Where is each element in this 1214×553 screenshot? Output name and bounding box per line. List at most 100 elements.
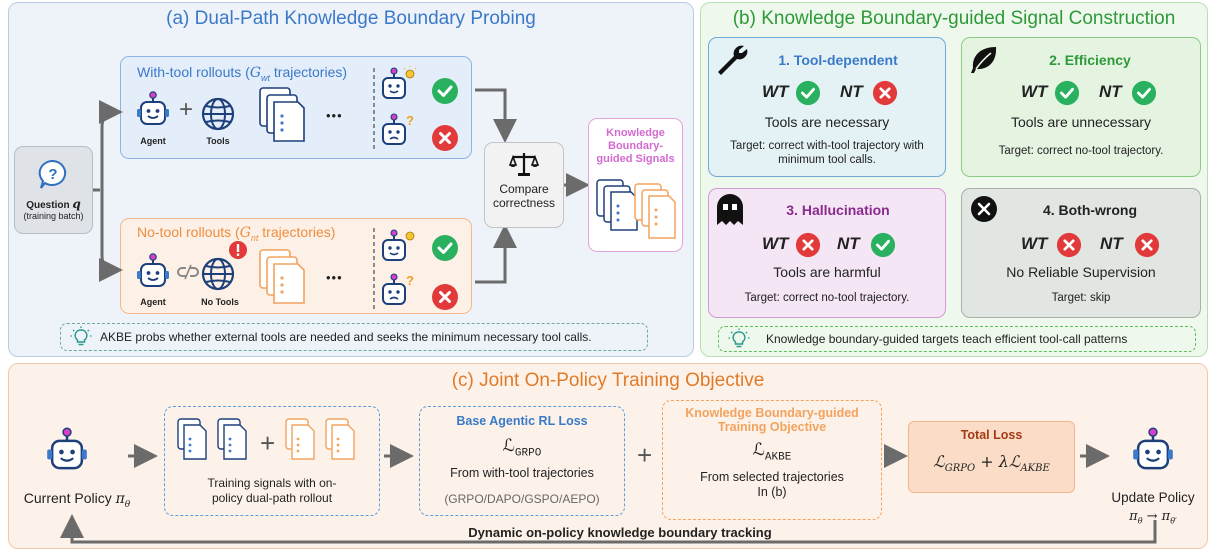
- check-icon: [1054, 80, 1080, 106]
- current-policy-label: Current Policy πθ: [23, 490, 131, 510]
- base-loss-title: Base Agentic RL Loss: [456, 414, 588, 428]
- lightbulb-icon: [70, 326, 92, 346]
- svg-text:?: ?: [48, 166, 57, 183]
- total-loss-formula: ℒGRPO + λℒAKBE: [933, 452, 1050, 475]
- question-sub: (training batch): [23, 211, 84, 221]
- card-2-nt-label: NT: [1099, 82, 1122, 101]
- card-2-target: Target: correct no-tool trajectory.: [998, 145, 1164, 157]
- training-signals-label: Training signals with on-policy dual-pat…: [207, 476, 337, 505]
- tools-label: Tools: [206, 136, 230, 146]
- x-circle-icon: [971, 196, 997, 222]
- agent-label: Agent: [140, 297, 166, 307]
- globe-icon: [201, 97, 235, 131]
- panel-b-title: (b) Knowledge Boundary-guided Signal Con…: [732, 8, 1176, 29]
- card-1-nt-label: NT: [840, 82, 863, 101]
- panel-a-note: [60, 323, 648, 351]
- robot-current-policy-icon: [47, 427, 87, 470]
- card-4-title: 4. Both-wrong: [1042, 202, 1138, 218]
- question-icon: ?: [38, 159, 67, 189]
- card-4-statement: No Reliable Supervision: [1006, 264, 1156, 280]
- broken-link-icon: [177, 264, 199, 280]
- training-plus: +: [260, 428, 276, 458]
- card-3-title: 3. Hallucination: [786, 202, 890, 218]
- leaf-icon: [971, 47, 997, 73]
- card-hallucination: [708, 188, 946, 318]
- card-1-wt-label: WT: [762, 82, 789, 101]
- loss-plus: +: [637, 440, 653, 470]
- card-2-wt-label: WT: [1021, 82, 1048, 101]
- card-4-wt-label: WT: [1021, 234, 1048, 253]
- cross-icon: [432, 284, 458, 310]
- check-icon: [870, 232, 896, 258]
- compare-label: Compare correctness: [492, 182, 556, 210]
- card-tool-dependent: [708, 37, 946, 177]
- robot-idea-icon: [382, 66, 416, 99]
- base-loss-formula: ℒGRPO: [502, 436, 542, 460]
- card-3-wt-label: WT: [762, 234, 789, 253]
- update-policy-formula: πθ → πθ′: [1129, 509, 1177, 526]
- agent-label: Agent: [140, 136, 166, 146]
- card-3-statement: Tools are harmful: [773, 264, 881, 280]
- card-3-target: Target: correct no-tool trajectory.: [744, 292, 910, 304]
- feedback-label: Dynamic on-policy knowledge boundary tra…: [468, 525, 772, 540]
- robot-confused-icon: ?: [382, 273, 414, 305]
- no-tools-label: No Tools: [201, 297, 239, 307]
- panel-b-note-text: Knowledge boundary-guided targets teach …: [766, 332, 1128, 346]
- signal-documents-icon: [596, 179, 676, 239]
- robot-agent-icon: [137, 91, 169, 125]
- card-1-statement: Tools are necessary: [764, 114, 890, 130]
- scale-icon: [509, 153, 539, 176]
- card-both-wrong: [961, 188, 1201, 318]
- check-icon: [795, 80, 821, 106]
- panel-c-title: (c) Joint On-Policy Training Objective: [451, 370, 765, 391]
- cross-icon: [872, 80, 898, 106]
- card-efficiency: [961, 37, 1201, 177]
- check-icon: [432, 78, 458, 104]
- ellipsis: •••: [326, 270, 343, 285]
- card-2-title: 2. Efficiency: [1049, 52, 1131, 68]
- base-loss-box: [419, 406, 625, 516]
- plus-sign: +: [179, 96, 194, 123]
- cross-icon: [432, 125, 458, 151]
- kb-objective-title: Knowledge Boundary-guided Training Objec…: [685, 406, 859, 434]
- document-stack-icon: [259, 87, 305, 142]
- kb-objective-box: [662, 400, 882, 520]
- cross-icon: [1134, 232, 1160, 258]
- robot-update-policy-icon: [1133, 427, 1173, 470]
- robot-agent-icon: [137, 253, 169, 287]
- globe-icon: [201, 257, 235, 291]
- panel-a-title: (a) Dual-Path Knowledge Boundary Probing: [166, 8, 536, 29]
- check-icon: [432, 235, 458, 261]
- no-tool-title: No-tool rollouts (Gnt trajectories): [137, 224, 336, 243]
- card-1-title: 1. Tool-dependent: [778, 52, 898, 68]
- wrench-icon: [718, 45, 748, 75]
- ghost-icon: [717, 194, 743, 225]
- panel-b-note: [718, 326, 1196, 352]
- cross-icon: [795, 232, 821, 258]
- document-stack-icon: [259, 249, 305, 304]
- kb-objective-formula: ℒAKBE: [752, 440, 792, 464]
- robot-confused-icon: ?: [382, 113, 414, 145]
- training-documents-icon: [177, 418, 355, 460]
- signals-label: Knowledge Boundary-guided Signals: [596, 127, 675, 165]
- update-policy-label: Update Policy: [1111, 490, 1195, 505]
- alert-icon: [229, 241, 247, 259]
- robot-idea-icon: [382, 229, 415, 261]
- total-loss-box: [908, 421, 1075, 493]
- with-tool-title: With-tool rollouts (Gwt trajectories): [137, 64, 348, 83]
- card-2-statement: Tools are unnecessary: [1010, 114, 1152, 130]
- card-4-nt-label: NT: [1100, 234, 1123, 253]
- lightbulb-icon: [728, 328, 750, 348]
- card-3-nt-label: NT: [837, 234, 860, 253]
- panel-a-connectors: [93, 68, 590, 310]
- kb-objective-from: From selected trajectories In (b): [700, 470, 844, 499]
- question-label: Question q: [26, 197, 81, 211]
- check-icon: [1131, 80, 1157, 106]
- svg-text:?: ?: [406, 273, 414, 288]
- cross-icon: [1056, 232, 1082, 258]
- base-loss-from: From with-tool trajectories: [450, 466, 594, 480]
- panel-a-note-text: AKBE probs whether external tools are ne…: [100, 330, 592, 344]
- card-4-target: Target: skip: [1051, 292, 1111, 304]
- card-1-target: Target: correct with-tool trajectory wit…: [730, 140, 924, 166]
